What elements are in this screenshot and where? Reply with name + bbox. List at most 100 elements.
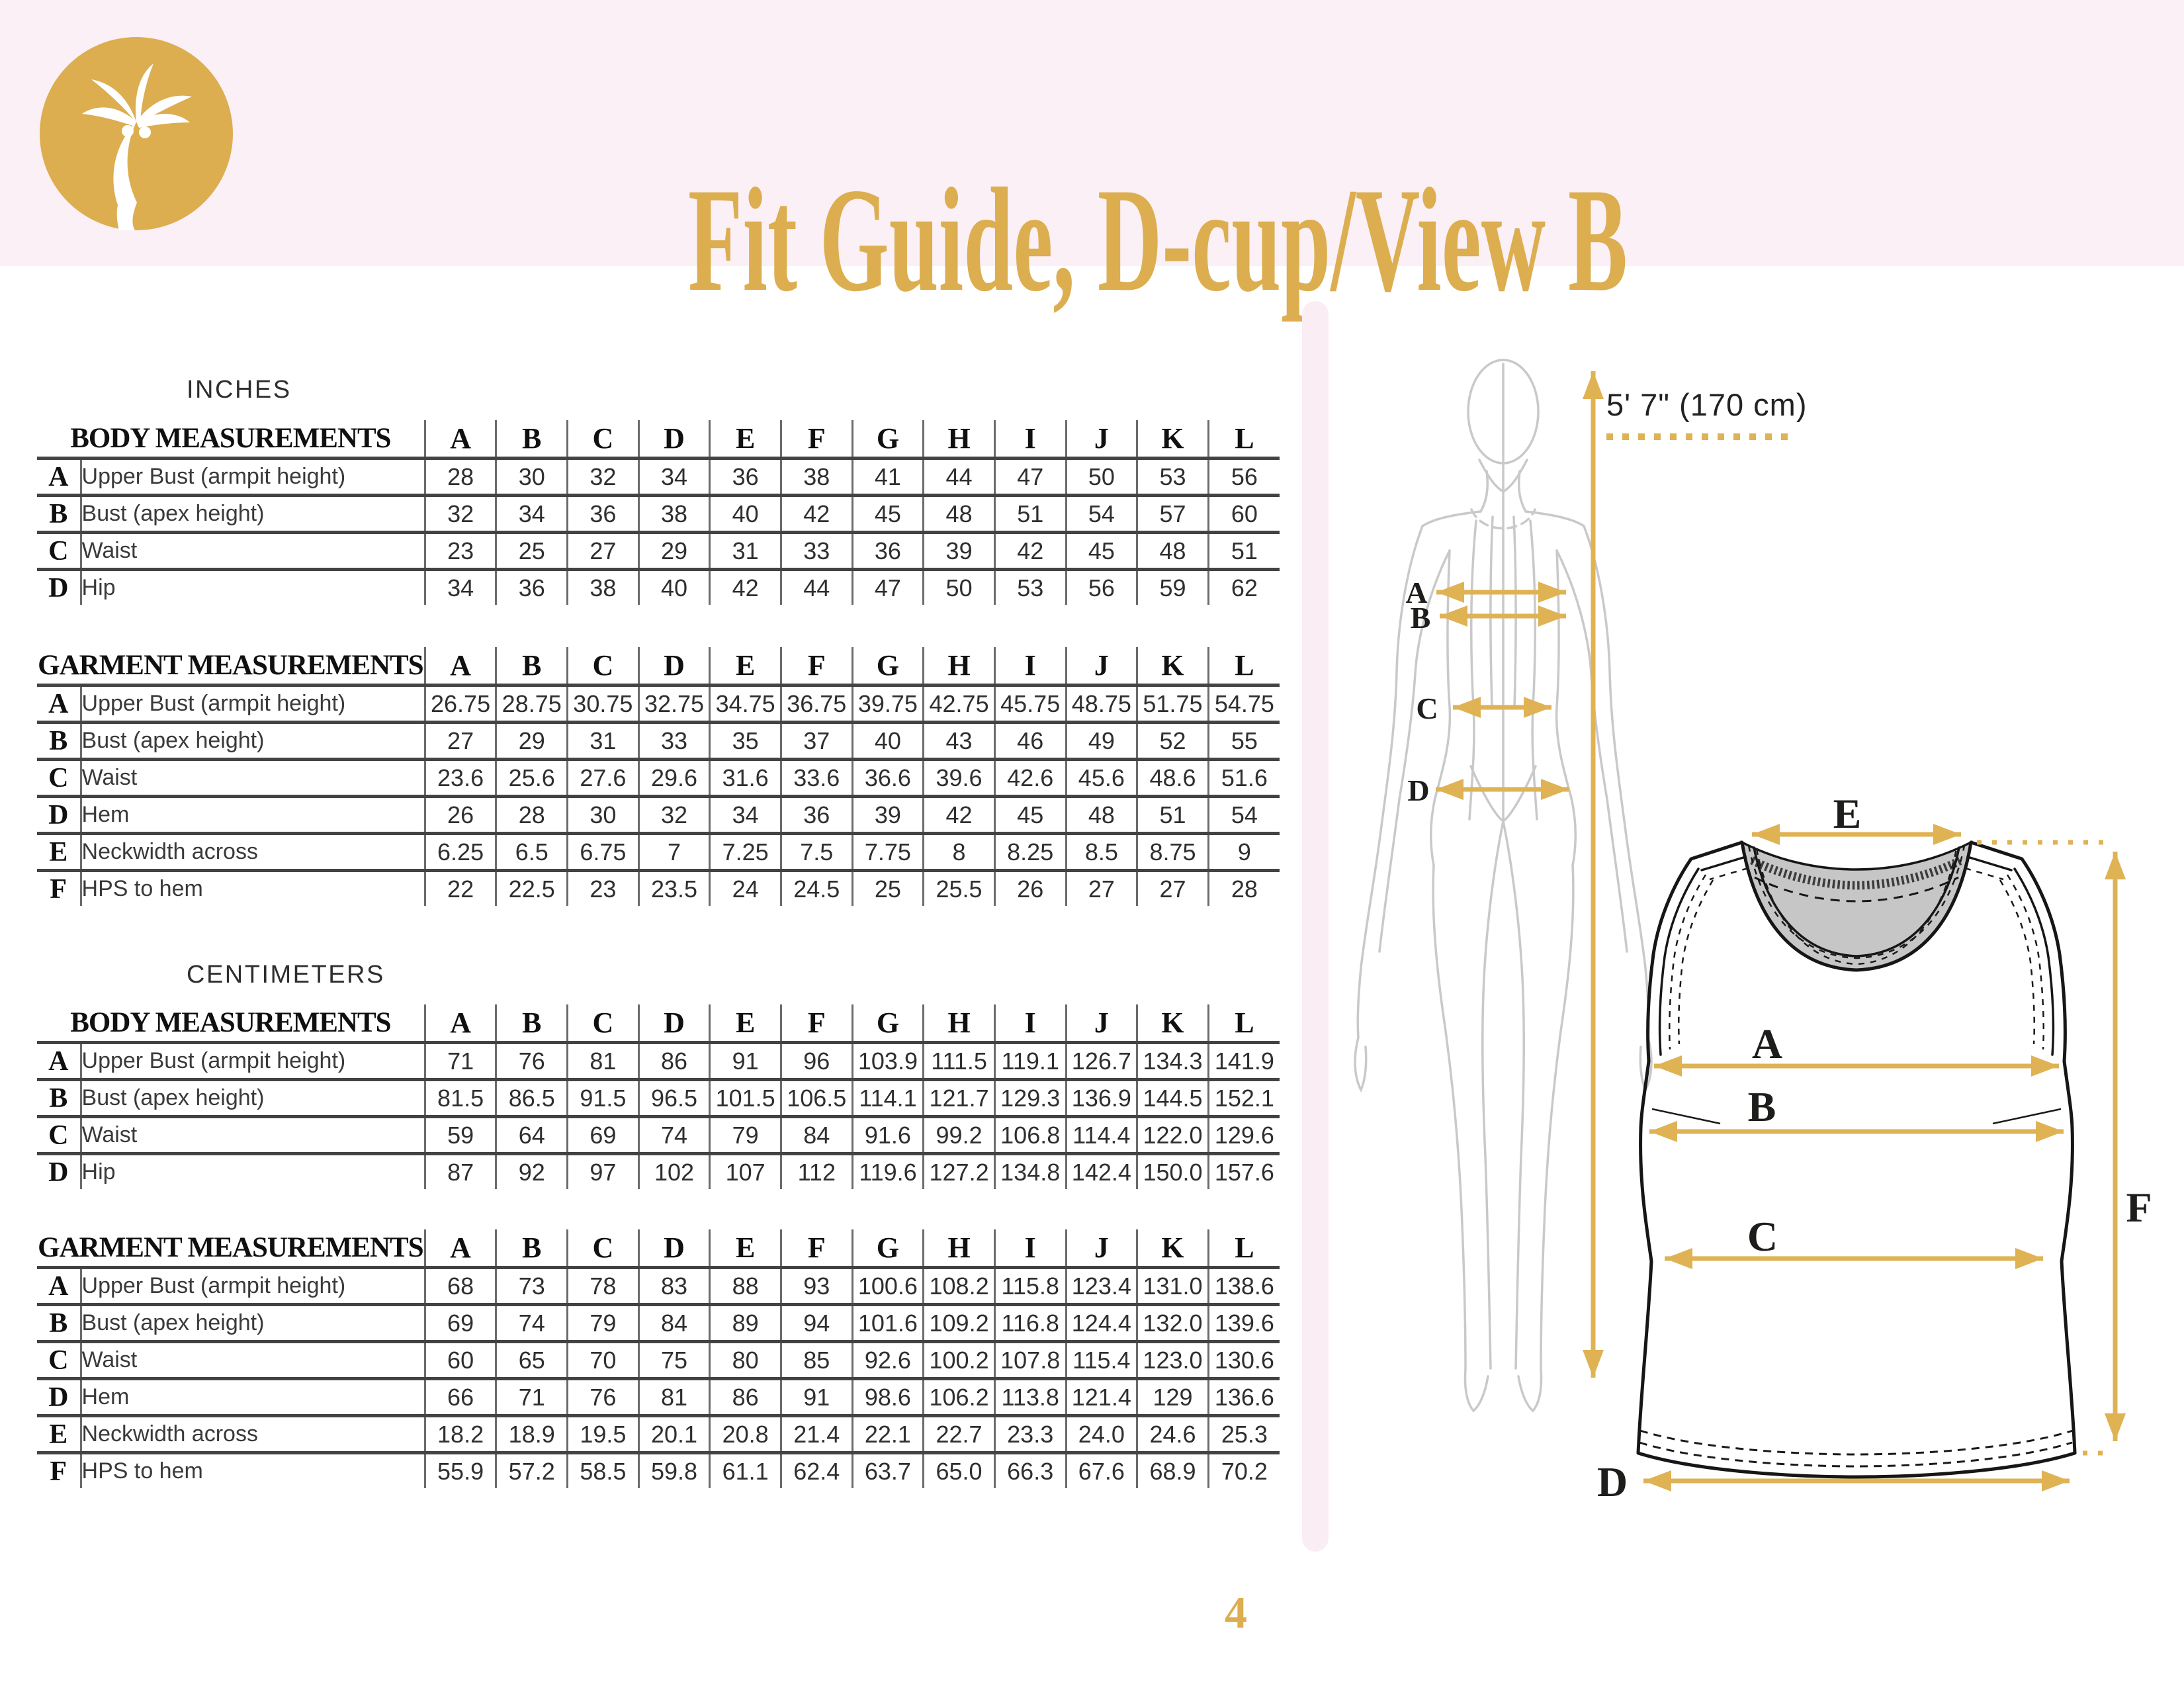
palm-tree-logo-icon [40,37,233,230]
value-cell: 27 [423,721,496,760]
row-label: HPS to hem [81,869,426,906]
size-column-header: D [637,647,710,687]
value-cell: 101.5 [709,1078,781,1117]
value-cell: 98.6 [851,1377,924,1416]
value-cell: 99.2 [922,1115,995,1154]
value-cell: 67.6 [1065,1451,1137,1488]
row-label: Hem [81,795,426,834]
value-cell: 69 [566,1115,639,1154]
value-cell: 38 [779,458,853,496]
value-cell: 106.5 [779,1078,853,1117]
value-cell: 86 [637,1042,710,1080]
value-cell: 42.75 [922,685,995,723]
value-cell: 26.75 [423,685,496,723]
value-cell: 43 [922,721,995,760]
size-column-header: A [423,647,496,687]
value-cell: 115.4 [1065,1340,1137,1379]
value-cell: 40 [637,568,710,605]
value-cell: 107 [709,1152,781,1189]
value-cell: 32 [637,795,710,834]
value-cell: 91 [709,1042,781,1080]
value-cell: 48 [1065,795,1137,834]
value-cell: 96.5 [637,1078,710,1117]
left-armhole-stitch-2 [1677,879,1714,1045]
size-column-header: B [495,420,568,460]
row-label: Hip [81,568,426,605]
value-cell: 47 [851,568,924,605]
value-cell: 96 [779,1042,853,1080]
value-cell: 18.9 [495,1414,568,1453]
value-cell: 31.6 [709,758,781,797]
header-band: Fit Guide, D-cup/View B [0,0,2184,321]
left-dart-line [1651,1108,1721,1125]
size-column-header: L [1207,1229,1280,1269]
size-column-header: C [566,1004,639,1044]
value-cell: 45 [851,494,924,533]
value-cell: 132.0 [1136,1303,1209,1342]
value-cell: 24.6 [1136,1414,1209,1453]
row-label: Upper Bust (armpit height) [81,685,426,723]
size-column-header: D [637,1004,710,1044]
value-cell: 81 [637,1377,710,1416]
hem-stitch-2 [1639,1441,2073,1468]
row-letter: D [37,568,82,605]
value-cell: 42 [993,531,1067,570]
value-cell: 34 [423,568,496,605]
value-cell: 23 [423,531,496,570]
value-cell: 64 [495,1115,568,1154]
row-label: Waist [81,1115,426,1154]
garment-label-e: E [1833,790,1862,837]
value-cell: 91 [779,1377,853,1416]
value-cell: 74 [495,1303,568,1342]
value-cell: 23.3 [993,1414,1067,1453]
size-column-header: I [993,1004,1067,1044]
value-cell: 100.2 [922,1340,995,1379]
value-cell: 78 [566,1267,639,1305]
row-letter: B [37,494,82,533]
value-cell: 39 [922,531,995,570]
croquis-figure [1354,359,1653,1413]
value-cell: 42 [922,795,995,834]
value-cell: 48.6 [1136,758,1209,797]
value-cell: 31 [709,531,781,570]
value-cell: 42 [779,494,853,533]
value-cell: 59.8 [637,1451,710,1488]
size-column-header: H [922,647,995,687]
value-cell: 34 [637,458,710,496]
size-column-header: D [637,1229,710,1269]
garment-label-f: F [2126,1184,2152,1231]
value-cell: 32.75 [637,685,710,723]
value-cell: 62.4 [779,1451,853,1488]
row-label: Neckwidth across [81,1414,426,1453]
value-cell: 91.5 [566,1078,639,1117]
value-cell: 102 [637,1152,710,1189]
value-cell: 33.6 [779,758,853,797]
value-cell: 29 [637,531,710,570]
right-armhole-stitch-2 [1999,879,2036,1045]
value-cell: 33 [637,721,710,760]
value-cell: 109.2 [922,1303,995,1342]
value-cell: 68 [423,1267,496,1305]
value-cell: 6.25 [423,832,496,871]
value-cell: 55 [1207,721,1280,760]
row-letter: B [37,1078,82,1117]
size-column-header: E [709,420,781,460]
value-cell: 48 [922,494,995,533]
value-cell: 25 [851,869,924,906]
value-cell: 22.1 [851,1414,924,1453]
value-cell: 44 [779,568,853,605]
left-strap-binding [1700,856,1747,871]
size-column-header: I [993,647,1067,687]
value-cell: 54.75 [1207,685,1280,723]
